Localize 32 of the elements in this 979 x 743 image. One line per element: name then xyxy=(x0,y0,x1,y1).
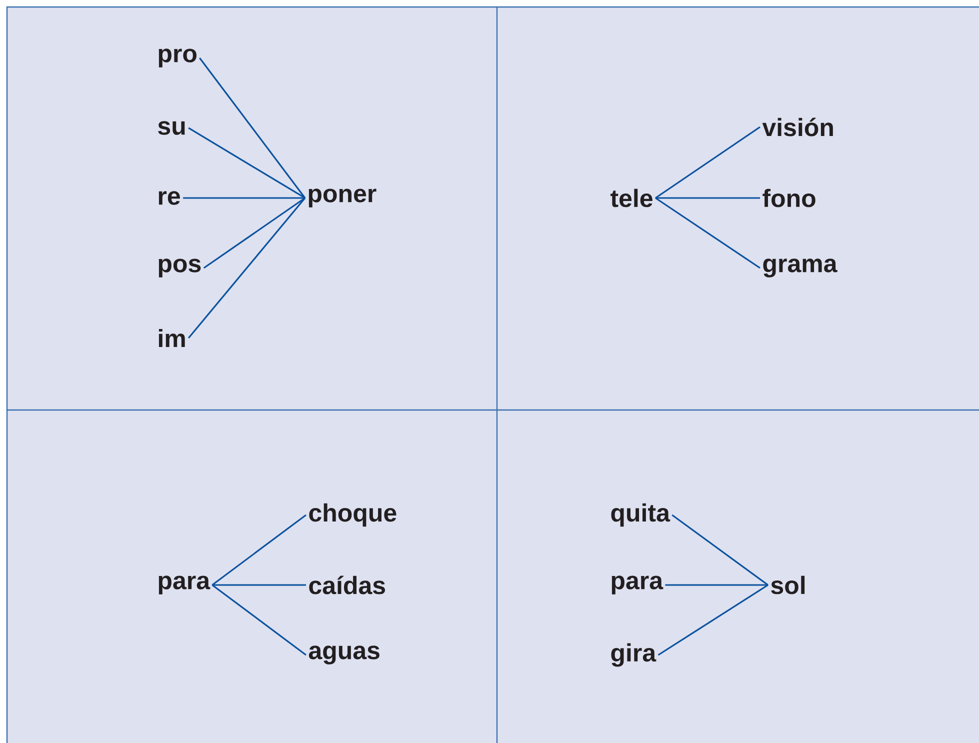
word: grama xyxy=(763,258,838,278)
word: aguas xyxy=(308,646,380,664)
word: pos xyxy=(158,258,201,278)
word: gira xyxy=(611,643,656,667)
connector-line xyxy=(658,584,768,656)
connector-line xyxy=(655,197,760,199)
connector-line xyxy=(199,58,306,198)
connector-line xyxy=(665,584,768,586)
word: para xyxy=(158,576,210,594)
connector-line xyxy=(655,197,760,269)
connector-line xyxy=(212,584,306,656)
word: caídas xyxy=(309,576,385,594)
connector-line xyxy=(203,197,306,269)
word: re xyxy=(158,191,180,205)
connector-line xyxy=(188,127,306,199)
word: para xyxy=(612,576,664,594)
word: choque xyxy=(309,503,396,527)
connector-line xyxy=(212,584,306,586)
connector-line xyxy=(183,197,305,199)
connector-line xyxy=(188,197,306,338)
connector-line xyxy=(212,514,306,586)
word: quita xyxy=(611,503,670,527)
word: sol xyxy=(771,576,805,594)
word: tele xyxy=(610,188,652,208)
word: pro xyxy=(158,48,196,68)
word: su xyxy=(158,121,185,135)
word: im xyxy=(158,328,185,348)
connector-line xyxy=(672,514,768,586)
word: visión xyxy=(762,118,833,136)
word: poner xyxy=(308,188,376,208)
connector-line xyxy=(655,126,760,199)
word: fono xyxy=(762,188,816,208)
